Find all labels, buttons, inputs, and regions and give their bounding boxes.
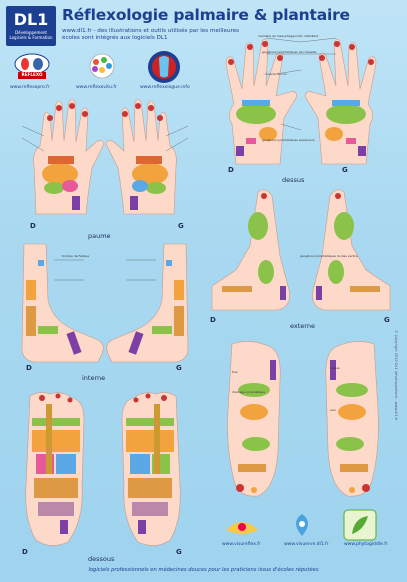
visureflex-logo [222,512,262,540]
reflexovitu-logo [82,52,122,82]
annotation-3: ganglions lymphatiques supérieurs [262,138,315,142]
phytogiddle-logo [342,508,378,542]
url-reflexologue[interactable]: www.reflexologue.info [140,85,190,90]
externe-side-left: G [384,316,390,324]
interne-side-right: D [26,364,32,372]
footer-text: logiciels professionnels en médecines do… [88,567,319,573]
dessous-side-right: D [22,548,28,556]
url-reflexovitu[interactable]: www.reflexovitu.fr [76,85,117,90]
externe-diagram [206,186,396,318]
reflexologue-logo [147,50,181,84]
dessous-soles-right [210,340,396,500]
url-reflexopro[interactable]: www.reflexopro.fr [10,85,50,90]
dessus-side-right: D [228,166,234,174]
dessous-side-left: G [176,548,182,556]
annotation-6: ganglions lymphatiques du bas ventre [300,254,358,258]
dessous-soles-left [10,390,196,550]
annotation-5: trompe de Fallope [62,254,90,258]
interne-diagram [14,240,196,368]
label-paume: paume [88,232,111,240]
interne-side-left: G [176,364,182,372]
palm-side-left: G [178,222,184,230]
annotation-7: drainage lymphatique [232,390,266,394]
url-visureflex[interactable]: www.visureflex.fr [222,542,261,547]
reflexopro-logo: REFLEXO [12,52,52,82]
palm-side-right: D [30,222,36,230]
externe-side-right: D [210,316,216,324]
annotation-9: rein [330,408,336,412]
dl1-logo: DL1 Développement Logiciels & Formation [6,6,56,46]
palm-diagram [14,96,196,220]
annotation-1: mamelle de l'œsophage/côlon défaillant [258,34,319,38]
visuerve-logo [282,510,322,540]
dessus-side-left: G [342,166,348,174]
annotation-2: ganglions lymphatiques de l'aisselle [262,50,317,54]
copyright: © Copyright 2010 DL1 développement - www… [394,330,398,421]
label-interne: interne [82,374,106,382]
label-externe: externe [290,322,315,330]
page-title: Réflexologie palmaire & plantaire [62,6,350,24]
dessus-diagram [206,34,396,168]
label-dessus: dessus [282,176,305,184]
logo-text: DL1 [13,10,49,29]
logo-subtext: Développement Logiciels & Formation [9,30,53,40]
page-subtitle: www.dl1.fr - des illustrations et outils… [62,28,240,42]
url-visuerve[interactable]: www.visuerve.dl1.fr [284,542,329,547]
label-dessous: dessous [88,555,115,563]
annotation-8: vessie [330,366,340,370]
url-phytogiddle[interactable]: www.phytogiddle.fr [344,542,388,547]
annotation-4: muscle du cou [265,72,287,76]
annotation-10: foie [232,370,238,374]
badge-label: REFLEXO [21,72,43,77]
